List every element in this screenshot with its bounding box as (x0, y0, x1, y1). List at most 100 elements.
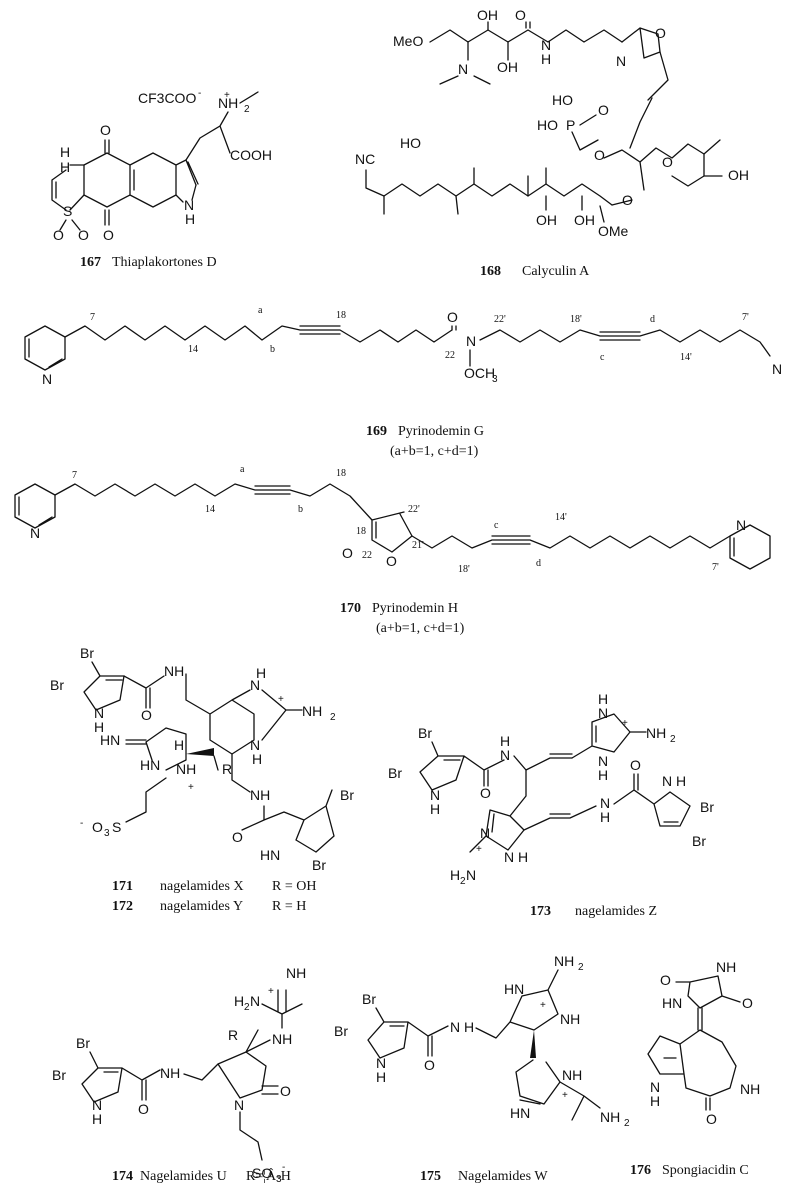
cap-171-name: nagelamides X (160, 879, 244, 894)
nc-label: NC (355, 151, 375, 167)
meo-label: MeO (393, 33, 423, 49)
nh-176-pyr: N (650, 1079, 660, 1095)
br-174-1: Br (76, 1035, 90, 1051)
o-thf: O (622, 192, 633, 208)
a-170: a (240, 464, 245, 475)
o-176-2: O (742, 995, 753, 1011)
svg-text:H: H (600, 809, 610, 825)
nh2-171: NH (302, 703, 322, 719)
nh-171-2: NH (250, 787, 270, 803)
n14p-169: 14' (680, 352, 692, 363)
cap-171-r: R = OH (272, 879, 316, 894)
br-174-2: Br (52, 1067, 66, 1083)
cap-175-number: 175 (420, 1169, 441, 1184)
br-171-1: Br (80, 645, 94, 661)
br-173-2: Br (388, 765, 402, 781)
o-170-carbonyl: O (342, 545, 353, 561)
hn-174-pyr: N (92, 1097, 102, 1113)
nh-173-im4: N (504, 849, 514, 865)
hn-171-pyr2: HN (260, 847, 280, 863)
svg-text:2: 2 (244, 104, 250, 115)
n18-169: 18 (336, 310, 346, 321)
cf3coo-label: CF3COO (138, 90, 196, 106)
compound-175: Br Br N H O N H HN NH + NH 2 NH + HN NH … (334, 953, 630, 1184)
o-173: O (480, 785, 491, 801)
n-173-im3: N (480, 825, 490, 841)
nh-171-plus: NH (176, 761, 196, 777)
n-oxazole: N (616, 53, 626, 69)
ome-168: OMe (598, 223, 629, 239)
svg-text:2: 2 (624, 1118, 630, 1129)
cap-168-name: Calyculin A (522, 264, 590, 279)
nh2-175-2: NH (600, 1109, 620, 1125)
compound-168: MeO OH O OH N N H O N HO HO P O HO O O O… (355, 7, 749, 279)
n18-170: 18 (336, 468, 346, 479)
ho-p3: HO (537, 117, 558, 133)
oh-168-4: OH (536, 212, 557, 228)
svg-text:3: 3 (276, 1174, 282, 1185)
compound-169: N 7 14 a b 18 O 22 N OCH 3 22' 18' c d 1… (24, 305, 782, 459)
cap-167-name: Thiaplakortones D (112, 255, 217, 270)
p-label: P (566, 117, 575, 133)
o-p1: O (598, 102, 609, 118)
nh2-175: NH (554, 953, 574, 969)
o-173-2: O (630, 757, 641, 773)
o-174-2: O (280, 1083, 291, 1099)
svg-text:H: H (256, 665, 266, 681)
cap-167-number: 167 (80, 255, 101, 270)
svg-text:+: + (278, 694, 284, 705)
n22-169: 22 (445, 350, 455, 361)
compound-176: O NH O HN N H NH O 176 Spongiacidin C (630, 959, 760, 1178)
o-bottom: O (103, 227, 114, 243)
svg-text:-: - (80, 818, 83, 829)
oh-168-2: OH (497, 59, 518, 75)
hn-175-pyr: N (376, 1055, 386, 1071)
nh-174-top: NH (286, 965, 306, 981)
svg-text:2: 2 (670, 734, 676, 745)
o-s1: O (53, 227, 64, 243)
nh2-label: NH (218, 95, 238, 111)
c-170: c (494, 520, 499, 531)
nh-174: NH (160, 1065, 180, 1081)
svg-text:+: + (188, 782, 194, 793)
svg-text:H: H (541, 51, 551, 67)
svg-text:H: H (430, 801, 440, 817)
svg-text:3: 3 (104, 828, 110, 839)
n-168-dimethyl: N (458, 61, 468, 77)
nh-173-im2: N (598, 753, 608, 769)
svg-text:H: H (676, 773, 686, 789)
br-173-3: Br (700, 799, 714, 815)
cap-175-name: Nagelamides W (458, 1169, 548, 1184)
cap-170-number: 170 (340, 601, 361, 616)
r-174: R (228, 1027, 238, 1043)
n-169: N (466, 333, 476, 349)
nh-pyrrole: N (184, 197, 194, 213)
svg-text:+: + (476, 844, 482, 855)
cap-170-name: Pyrinodemin H (372, 601, 458, 616)
n7p-170: 7' (712, 562, 719, 573)
o-176-1: O (660, 972, 671, 988)
svg-text:H: H (500, 733, 510, 749)
a-169: a (258, 305, 263, 316)
svg-text:-: - (282, 1162, 285, 1173)
o-169: O (447, 309, 458, 325)
o-170-ring: O (386, 553, 397, 569)
br-173-1: Br (418, 725, 432, 741)
cap-172-r: R = H (272, 899, 306, 914)
br-175-1: Br (362, 991, 376, 1007)
o-oxazole: O (655, 25, 666, 41)
hn-173-pyr2: N (662, 773, 672, 789)
o-176-3: O (706, 1111, 717, 1127)
d-169: d (650, 314, 655, 325)
cap-170-note: (a+b=1, c+d=1) (376, 621, 465, 636)
hn-171-ring: HN (140, 757, 160, 773)
n14-169: 14 (188, 344, 198, 355)
nh-173-2: N (600, 795, 610, 811)
svg-text:H: H (464, 1019, 474, 1035)
oh-168-3: OH (728, 167, 749, 183)
n22p-169: 22' (494, 314, 506, 325)
n22-170: 22 (362, 550, 372, 561)
o-168-carbonyl: O (515, 7, 526, 23)
svg-text:H: H (92, 1111, 102, 1127)
